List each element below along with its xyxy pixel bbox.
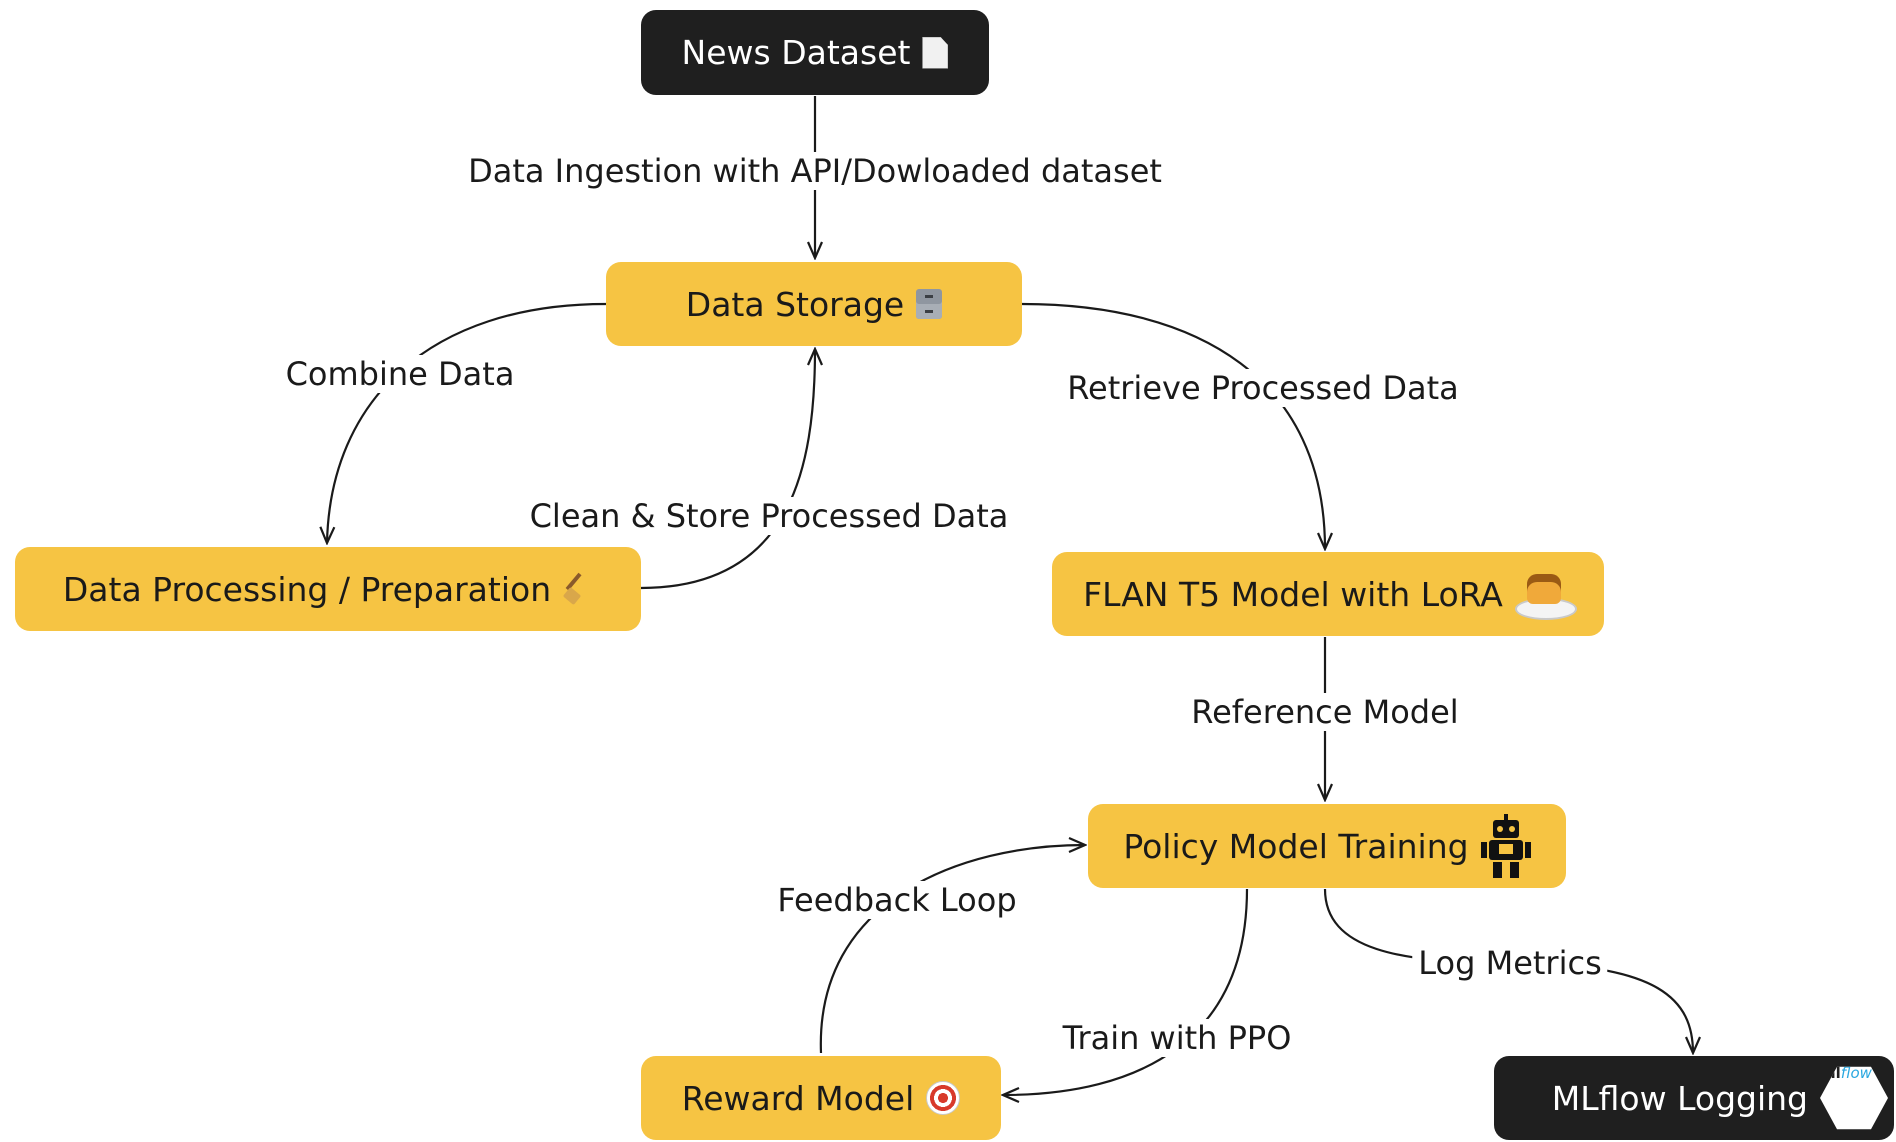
node-label: News Dataset <box>681 33 911 72</box>
node-label: Policy Model Training <box>1123 826 1469 866</box>
node-data-storage: Data Storage <box>606 262 1022 346</box>
node-label: Data Storage <box>685 284 905 324</box>
robot-icon <box>1480 814 1531 878</box>
node-label: MLflow Logging <box>1551 1078 1808 1118</box>
edge-retrieve <box>1021 302 1325 549</box>
edge-label-combine: Combine Data <box>279 355 521 393</box>
node-label: Data Processing / Preparation <box>62 569 552 609</box>
mlflow-logo-icon: mlflow <box>1820 1064 1888 1130</box>
flan-icon <box>1514 570 1577 620</box>
edge-label-retrieve: Retrieve Processed Data <box>1061 369 1465 407</box>
node-label: FLAN T5 Model with LoRA <box>1083 574 1503 614</box>
edge-feedback <box>819 845 1085 1054</box>
edge-train-ppo <box>1003 888 1249 1095</box>
node-news-dataset: News Dataset <box>641 10 989 95</box>
file-cabinet-icon <box>916 289 943 319</box>
node-reward-model: Reward Model <box>641 1056 1001 1140</box>
edge-label-train-ppo: Train with PPO <box>1056 1019 1298 1057</box>
node-mlflow-logging: MLflow Logging mlflow <box>1494 1056 1894 1140</box>
edge-label-reference: Reference Model <box>1185 693 1465 731</box>
document-icon <box>922 36 949 69</box>
edge-label-ingestion: Data Ingestion with API/Dowloaded datase… <box>462 152 1168 190</box>
edge-label-log-metrics: Log Metrics <box>1412 944 1608 982</box>
edge-label-feedback: Feedback Loop <box>771 881 1023 919</box>
node-label: Reward Model <box>681 1078 915 1118</box>
edge-label-clean-store: Clean & Store Processed Data <box>523 497 1015 535</box>
mlflow-logo-flow: flow <box>1840 1064 1872 1082</box>
node-flan-t5: FLAN T5 Model with LoRA <box>1052 552 1604 636</box>
target-icon <box>926 1081 961 1115</box>
edge-clean-store <box>640 349 815 590</box>
node-data-processing: Data Processing / Preparation <box>15 547 641 631</box>
mlflow-logo-ml: ml <box>1820 1064 1841 1082</box>
node-policy-training: Policy Model Training <box>1088 804 1566 888</box>
broom-icon <box>563 574 593 604</box>
